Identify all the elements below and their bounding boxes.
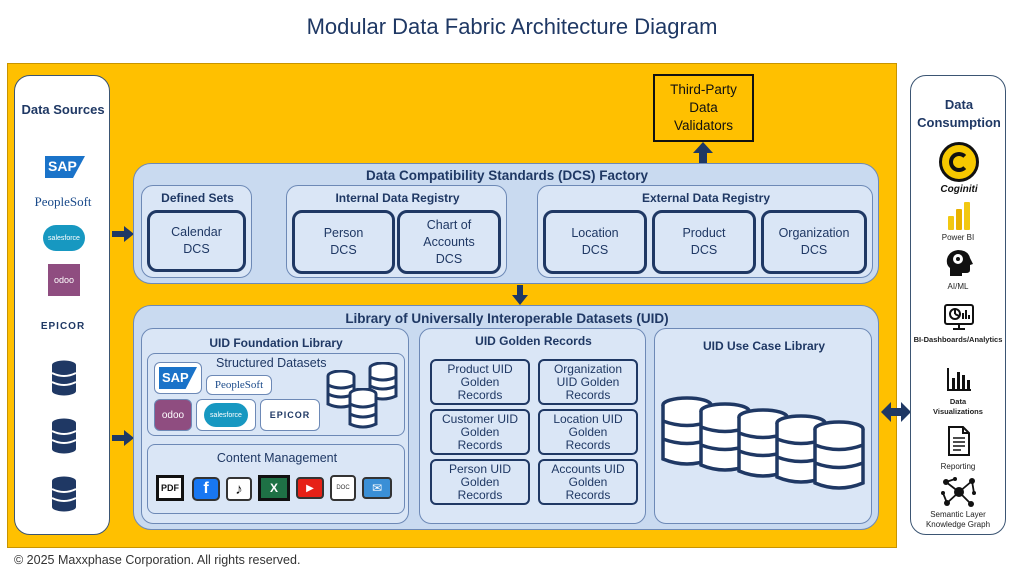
data-consumption-title: Data Consumption bbox=[917, 97, 1001, 130]
structured-datasets-box: Structured Datasets SAP PeopleSoft odoo … bbox=[147, 353, 405, 436]
chart-of-accounts-dcs-card: Chart of Accounts DCS bbox=[397, 210, 501, 274]
pdf-icon: PDF bbox=[156, 475, 184, 501]
external-registry-title: External Data Registry bbox=[641, 191, 771, 205]
defined-sets-group: Defined Sets Calendar DCS bbox=[141, 185, 252, 278]
salesforce-tile: salesforce bbox=[196, 399, 256, 431]
bi-dashboards-label: BI-Dashboards/Analytics bbox=[913, 335, 1003, 344]
content-management-title: Content Management bbox=[216, 451, 338, 465]
bidirectional-arrow-icon bbox=[881, 402, 911, 422]
product-dcs-card: Product DCS bbox=[652, 210, 756, 274]
database-icon bbox=[51, 360, 77, 396]
location-golden-record: Location UID Golden Records bbox=[538, 409, 638, 455]
accounts-golden-record: Accounts UID Golden Records bbox=[538, 459, 638, 505]
database-icon bbox=[326, 370, 356, 409]
diagram-title: Modular Data Fabric Architecture Diagram bbox=[306, 14, 718, 39]
dashboard-icon bbox=[944, 304, 974, 330]
copyright-footer: © 2025 Maxxphase Corporation. All rights… bbox=[14, 553, 301, 567]
excel-icon: X bbox=[258, 475, 290, 501]
uid-library-title: Library of Universally Interoperable Dat… bbox=[345, 311, 669, 326]
arrow-right-icon bbox=[112, 226, 134, 242]
internal-registry-title: Internal Data Registry bbox=[335, 191, 460, 205]
organization-golden-record: Organization UID Golden Records bbox=[538, 359, 638, 405]
ai-brain-icon bbox=[946, 250, 973, 276]
report-document-icon bbox=[948, 426, 970, 456]
power-bi-label: Power BI bbox=[941, 233, 975, 242]
foundation-title: UID Foundation Library bbox=[209, 336, 343, 350]
data-sources-panel: Data Sources SAP PeopleSoft salesforce o… bbox=[14, 75, 110, 535]
coginiti-logo bbox=[939, 142, 979, 182]
music-icon: ♪ bbox=[226, 477, 252, 501]
use-case-title: UID Use Case Library bbox=[702, 339, 826, 353]
odoo-logo: odoo bbox=[48, 264, 80, 296]
uid-use-case-library: UID Use Case Library bbox=[654, 328, 872, 524]
sap-logo: SAP bbox=[45, 156, 85, 178]
peoplesoft-logo: PeopleSoft bbox=[34, 194, 92, 209]
youtube-icon: ▶ bbox=[296, 477, 324, 499]
organization-dcs-card: Organization DCS bbox=[761, 210, 867, 274]
customer-golden-record: Customer UID Golden Records bbox=[430, 409, 530, 455]
uid-library: Library of Universally Interoperable Dat… bbox=[133, 305, 879, 530]
location-dcs-card: Location DCS bbox=[543, 210, 647, 274]
uid-foundation-library: UID Foundation Library Structured Datase… bbox=[141, 328, 409, 524]
third-party-validators: Third-Party Data Validators bbox=[653, 74, 754, 142]
facebook-icon: f bbox=[192, 477, 220, 501]
defined-sets-title: Defined Sets bbox=[161, 191, 234, 205]
calendar-dcs-card: Calendar DCS bbox=[147, 210, 246, 272]
data-sources-title: Data Sources bbox=[21, 102, 105, 117]
email-icon: ✉ bbox=[362, 477, 392, 499]
document-icon: DOC bbox=[330, 475, 356, 501]
coginiti-label: Coginiti bbox=[940, 184, 978, 195]
golden-records-title: UID Golden Records bbox=[475, 334, 592, 348]
data-visualizations-label: Data Visualizations bbox=[933, 397, 983, 416]
salesforce-logo: salesforce bbox=[43, 225, 85, 251]
dcs-factory: Data Compatibility Standards (DCS) Facto… bbox=[133, 163, 879, 284]
uid-golden-records: UID Golden Records Product UID Golden Re… bbox=[419, 328, 646, 524]
arrow-right-icon bbox=[112, 430, 134, 446]
sap-tile: SAP bbox=[154, 362, 202, 394]
structured-datasets-title: Structured Datasets bbox=[216, 356, 327, 370]
peoplesoft-tile: PeopleSoft bbox=[206, 375, 272, 395]
knowledge-graph-icon bbox=[941, 477, 976, 507]
bar-chart-icon bbox=[947, 368, 971, 391]
data-consumption-panel: Data Consumption Coginiti Power BI AI/ML… bbox=[910, 75, 1006, 535]
arrow-down-icon bbox=[512, 285, 528, 305]
odoo-tile: odoo bbox=[154, 399, 192, 431]
reporting-label: Reporting bbox=[940, 462, 976, 471]
semantic-layer-label: Semantic Layer Knowledge Graph bbox=[925, 510, 991, 529]
internal-registry-group: Internal Data Registry Person DCS Chart … bbox=[286, 185, 507, 278]
database-icon bbox=[348, 388, 378, 429]
person-golden-record: Person UID Golden Records bbox=[430, 459, 530, 505]
database-icon bbox=[51, 476, 77, 512]
content-management-box: Content Management PDF f ♪ X ▶ DOC ✉ bbox=[147, 444, 405, 514]
dcs-factory-title: Data Compatibility Standards (DCS) Facto… bbox=[365, 168, 649, 183]
database-icon bbox=[51, 418, 77, 454]
person-dcs-card: Person DCS bbox=[292, 210, 395, 274]
database-stack-icon bbox=[661, 396, 865, 490]
external-registry-group: External Data Registry Location DCS Prod… bbox=[537, 185, 873, 278]
ai-ml-label: AI/ML bbox=[947, 282, 969, 291]
epicor-logo: EPICOR bbox=[40, 321, 86, 332]
epicor-tile: EPICOR bbox=[260, 399, 320, 431]
product-golden-record: Product UID Golden Records bbox=[430, 359, 530, 405]
power-bi-icon bbox=[948, 202, 970, 230]
